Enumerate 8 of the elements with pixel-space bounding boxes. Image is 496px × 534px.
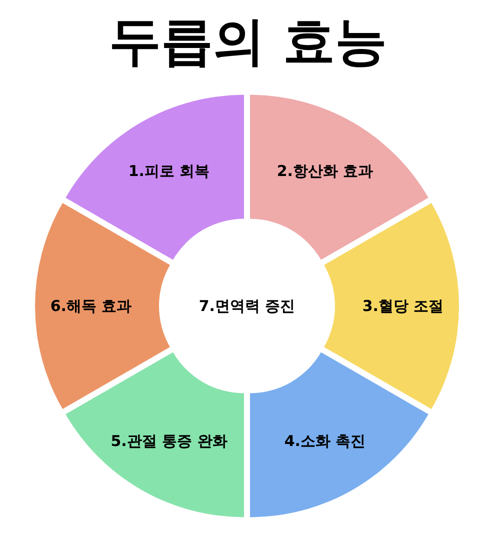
center-label: 7.면역력 증진 [198,296,296,317]
segment-label: 4.소화 촉진 [284,430,366,452]
segment-label: 6.해독 효과 [50,296,132,317]
segment-label: 2.항산화 효과 [276,160,374,182]
segment-label: 3.혈당 조절 [362,296,444,317]
segment-label: 1.피로 회복 [128,160,210,182]
title: 두릅의 효능 [108,11,388,74]
segment-label: 5.관절 통증 완화 [110,430,228,452]
